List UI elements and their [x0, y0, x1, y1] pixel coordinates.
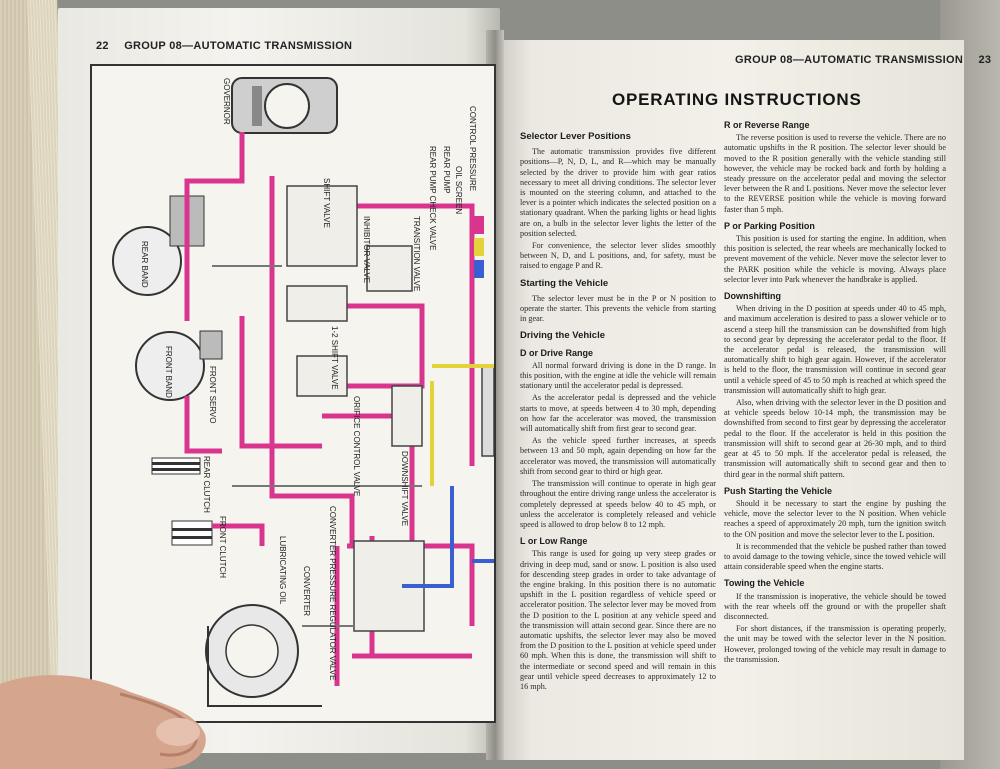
label-1-2-shift: 1-2 SHIFT VALVE — [330, 326, 339, 390]
label-front-clutch: FRONT CLUTCH — [218, 516, 227, 578]
heading-starting: Starting the Vehicle — [520, 277, 609, 289]
holding-hand — [0, 664, 210, 769]
rear-band-graphic — [112, 195, 205, 296]
paragraph: Should it be necessary to start the engi… — [724, 498, 946, 539]
label-rear-clutch: REAR CLUTCH — [202, 456, 211, 513]
label-converter: CONVERTER — [302, 566, 311, 616]
paragraph: If the transmission is inoperative, the … — [724, 591, 946, 621]
paragraph: For convenience, the selector lever slid… — [520, 241, 716, 271]
left-page-number: 22 — [96, 40, 109, 52]
diagram-labels: GOVERNOR REAR BAND FRONT BAND FRONT SERV… — [140, 78, 477, 680]
right-page — [494, 40, 964, 760]
right-page-column-left: Selector Lever Positions The automatic t… — [520, 125, 716, 694]
paragraph: As the vehicle speed further increases, … — [520, 436, 716, 476]
heading-parking: P or Parking Position — [724, 220, 815, 231]
paragraph: The reverse position is used to reverse … — [724, 133, 946, 214]
heading-push-starting: Push Starting the Vehicle — [724, 485, 833, 496]
paragraph: The transmission will continue to operat… — [520, 479, 716, 529]
label-lubricating-oil: LUBRICATING OIL — [278, 536, 287, 605]
heading-towing: Towing the Vehicle — [724, 578, 805, 589]
control-pressure-lines — [184, 132, 475, 686]
paragraph: The automatic transmission provides five… — [520, 147, 716, 238]
paragraph: The selector lever must be in the P or N… — [520, 293, 716, 324]
paragraph: For short distances, if the transmission… — [724, 624, 946, 664]
right-page-column-right: R or Reverse Range The reverse position … — [724, 114, 946, 667]
lubrication-lines — [212, 265, 422, 627]
label-converter-pressure: CONVERTER PRESSURE REGULATOR VALVE — [328, 506, 337, 680]
rear-clutch-graphic — [151, 457, 201, 475]
label-rear-pump: REAR PUMP — [442, 146, 451, 194]
paragraph: It is recommended that the vehicle be pu… — [724, 541, 946, 572]
label-shift-valve: SHIFT VALVE — [322, 178, 331, 228]
label-front-servo: FRONT SERVO — [208, 366, 217, 424]
hand-graphic — [0, 675, 206, 769]
label-oil-screen: OIL SCREEN — [454, 166, 463, 214]
heading-downshifting: Downshifting — [724, 291, 781, 302]
heading-drive-range: D or Drive Range — [520, 347, 594, 358]
right-page-header: GROUP 08—AUTOMATIC TRANSMISSION 23 — [735, 54, 991, 66]
left-page-header: 22 GROUP 08—AUTOMATIC TRANSMISSION — [96, 40, 352, 52]
paragraph: As the accelerator pedal is depressed an… — [520, 393, 716, 434]
paragraph: This range is used for going up very ste… — [520, 549, 716, 691]
secondary-pressure-lines — [402, 364, 494, 588]
converter-graphic — [205, 604, 322, 707]
diagram-legend-swatches — [474, 216, 484, 278]
hydraulic-diagram: GOVERNOR REAR BAND FRONT BAND FRONT SERV… — [90, 64, 496, 723]
label-legend: CONTROL PRESSURE — [468, 106, 477, 191]
heading-selector-lever: Selector Lever Positions — [520, 131, 631, 142]
left-page-header-text: GROUP 08—AUTOMATIC TRANSMISSION — [124, 40, 353, 52]
paragraph: When driving in the D position at speeds… — [724, 304, 946, 395]
paragraph: Also, when driving with the selector lev… — [724, 398, 946, 479]
governor-graphic — [231, 77, 338, 134]
label-rear-pump-check: REAR PUMP CHECK VALVE — [428, 146, 437, 250]
label-front-band: FRONT BAND — [164, 346, 173, 398]
valve-bodies — [286, 185, 494, 632]
paragraph: All normal forward driving is done in th… — [520, 360, 716, 391]
heading-reverse: R or Reverse Range — [724, 120, 810, 130]
heading-low-range: L or Low Range — [520, 536, 588, 547]
heading-driving: Driving the Vehicle — [520, 330, 605, 342]
right-page-number: 23 — [978, 54, 992, 66]
page-title: OPERATING INSTRUCTIONS — [612, 90, 862, 109]
label-orifice-control: ORIFICE CONTROL VALVE — [352, 396, 361, 496]
front-clutch-graphic — [171, 520, 213, 546]
right-page-header-text: GROUP 08—AUTOMATIC TRANSMISSION — [735, 54, 964, 66]
label-inhibitor-valve: INHIBITOR VALVE — [362, 216, 371, 283]
label-transition-valve: TRANSITION VALVE — [412, 216, 421, 291]
hydraulic-diagram-svg: GOVERNOR REAR BAND FRONT BAND FRONT SERV… — [112, 77, 494, 707]
front-band-graphic — [135, 330, 223, 401]
paragraph: This position is used for starting the e… — [724, 234, 946, 284]
label-rear-band: REAR BAND — [140, 241, 149, 288]
label-governor: GOVERNOR — [222, 78, 231, 125]
label-downshift: DOWNSHIFT VALVE — [400, 451, 409, 526]
